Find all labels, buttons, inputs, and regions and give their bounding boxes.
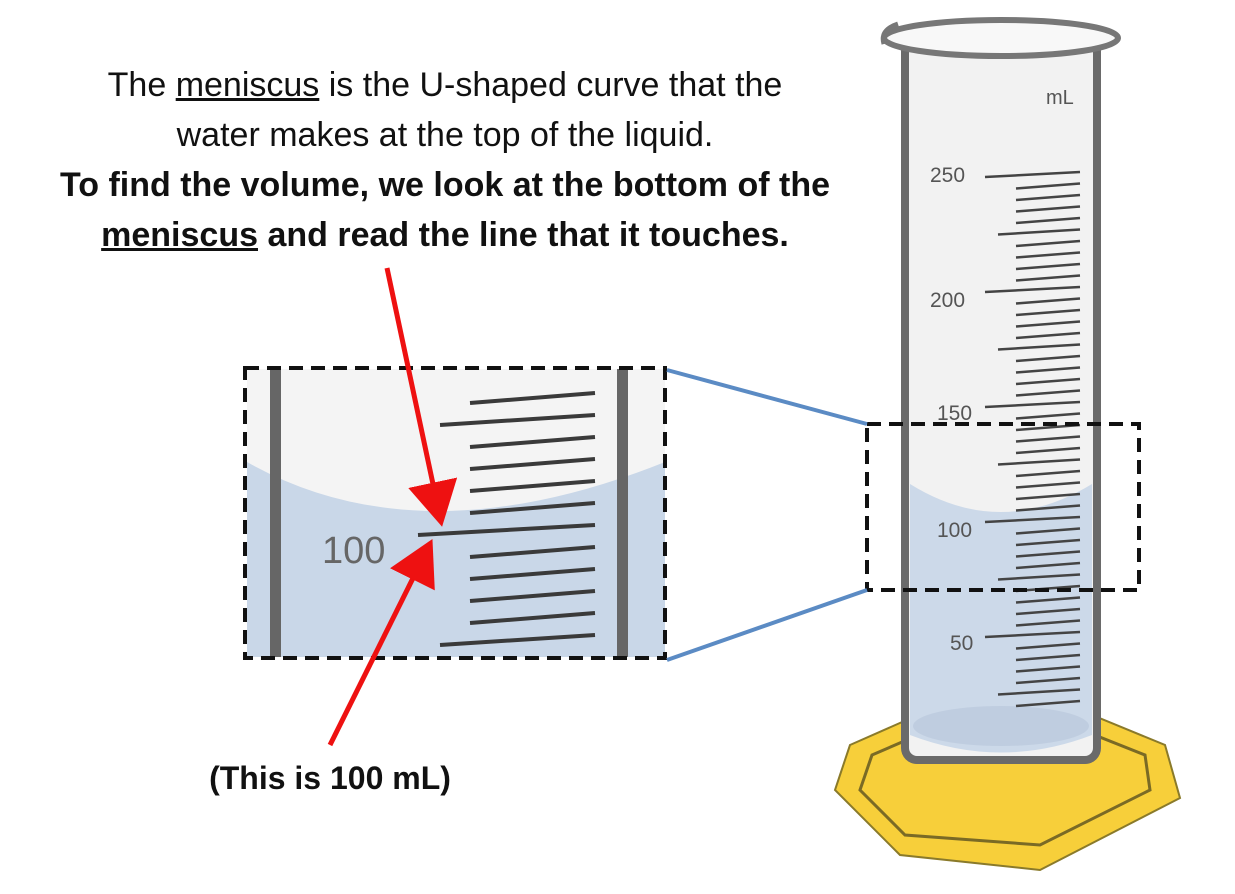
zoom-tick-mark — [469, 501, 596, 515]
tick-mark — [1015, 354, 1081, 363]
tick-mark — [1015, 469, 1081, 478]
tick-mark — [1015, 239, 1081, 248]
tick-mark — [1015, 182, 1081, 190]
tick-mark — [984, 630, 1081, 639]
zoom-tick-mark — [469, 611, 596, 625]
zoom-tick-mark — [469, 391, 596, 405]
tick-mark — [984, 285, 1081, 294]
tick-mark — [1015, 607, 1081, 616]
arrow-from-caption — [327, 539, 435, 747]
zoom-tick-mark — [469, 457, 596, 471]
meniscus-term-bold: meniscus — [101, 216, 258, 254]
zoom-tick-mark — [469, 589, 596, 603]
tick-mark — [1015, 274, 1081, 282]
tick-mark — [984, 400, 1081, 409]
tick-mark — [1015, 331, 1081, 340]
tick-mark — [997, 458, 1081, 466]
tick-mark — [1015, 377, 1081, 386]
caption-text: (This is 100 mL) — [209, 760, 451, 796]
tick-mark — [1015, 320, 1081, 328]
tick-mark — [997, 573, 1081, 581]
tick-mark — [1015, 389, 1081, 397]
zoom-tick-mark — [417, 523, 596, 537]
zoom-tick-mark — [469, 545, 596, 559]
tick-label-250: 250 — [930, 164, 965, 187]
zoom-frame — [243, 366, 667, 660]
zoom-label-100: 100 — [322, 530, 385, 572]
graduated-cylinder: mL 250 200 150 100 50 — [880, 17, 1121, 764]
explanation-line-1: The meniscus is the U-shaped curve that … — [107, 66, 783, 104]
tick-mark — [984, 170, 1081, 179]
tick-mark — [1015, 676, 1081, 685]
cylinder-tick-marks — [984, 170, 1081, 708]
tick-mark — [1015, 205, 1081, 213]
arrow-from-text — [384, 267, 458, 527]
tick-mark — [1015, 297, 1081, 305]
zoom-tick-mark — [439, 633, 596, 647]
zoom-inset: 100 — [243, 366, 667, 660]
tick-mark — [1015, 504, 1081, 512]
zoom-tick-mark — [469, 479, 596, 493]
cylinder-unit-label: mL — [1046, 87, 1074, 109]
tick-mark — [1015, 481, 1081, 489]
explanation-text: The meniscus is the U-shaped curve that … — [10, 60, 880, 260]
zoom-tick-mark — [469, 567, 596, 581]
tick-mark — [997, 688, 1081, 696]
tick-mark — [1015, 446, 1081, 455]
tick-mark — [1015, 642, 1081, 650]
tick-label-100: 100 — [937, 519, 972, 542]
connector-top — [666, 368, 868, 426]
tick-mark — [1015, 412, 1081, 420]
tick-mark — [1015, 699, 1081, 708]
zoom-tick-mark — [469, 435, 596, 449]
tick-mark — [1015, 619, 1081, 627]
tick-mark — [1015, 193, 1081, 202]
tick-mark — [1015, 665, 1081, 673]
tick-mark — [1015, 308, 1081, 317]
tick-mark — [1015, 538, 1081, 547]
tick-label-150: 150 — [937, 402, 972, 425]
zoom-tick-mark — [439, 413, 596, 427]
tick-mark — [997, 228, 1081, 236]
tick-mark — [997, 343, 1081, 351]
tick-mark — [1015, 251, 1081, 259]
highlight-box — [865, 422, 1141, 592]
tick-mark — [1015, 435, 1081, 443]
explanation-line-2: water makes at the top of the liquid. — [176, 116, 714, 154]
connector-bottom — [666, 588, 868, 662]
tick-mark — [1015, 550, 1081, 558]
zoom-tick-marks — [417, 391, 596, 647]
tick-mark — [1015, 492, 1081, 501]
tick-label-50: 50 — [950, 632, 973, 655]
tick-mark — [1015, 653, 1081, 662]
explanation-line-4: meniscus and read the line that it touch… — [101, 216, 789, 254]
tick-label-200: 200 — [930, 289, 965, 312]
tick-mark — [1015, 561, 1081, 570]
tick-mark — [984, 515, 1081, 524]
tick-mark — [1015, 262, 1081, 271]
tick-mark — [1015, 596, 1081, 604]
tick-mark — [1015, 216, 1081, 225]
explanation-line-3: To find the volume, we look at the botto… — [59, 166, 830, 204]
tick-mark — [1015, 527, 1081, 535]
cylinder-liquid — [910, 484, 1092, 753]
meniscus-term: meniscus — [175, 66, 320, 104]
tick-mark — [1015, 366, 1081, 374]
